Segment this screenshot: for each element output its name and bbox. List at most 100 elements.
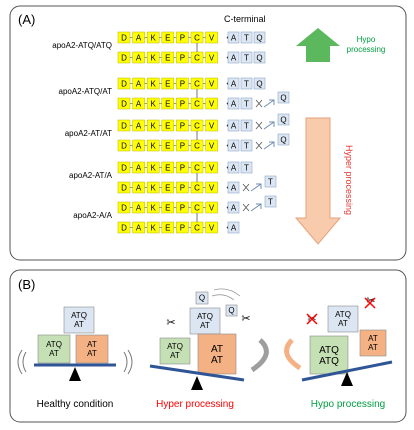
residue-letter: C [194,80,200,89]
cterm-residue-letter: A [231,100,237,109]
genotype-label: apoA2-ATQ/ATQ [52,41,112,50]
residue-letter: A [136,164,142,173]
block-text: AT [368,334,378,343]
cterm-residue-box [227,139,240,152]
cterm-residue-box [227,51,240,64]
residue-letter: P [180,80,185,89]
residue-letter: D [121,204,127,213]
cterm-residue-box [240,77,253,90]
residue-letter: P [180,142,185,151]
cterm-residue-box [253,31,266,44]
cterm-residue-letter: T [244,80,249,89]
block-text: AT [87,340,97,349]
tilt-arrow [284,338,302,371]
cterm-residue-box [227,119,240,132]
block-text: ATQ [197,312,213,321]
residue-letter: C [194,142,200,151]
residue-letter: C [194,34,200,43]
residue-box [205,181,218,194]
residue-box [205,77,218,90]
cterm-residue-box [240,119,253,132]
free-residue-letter: T [268,178,273,187]
free-residue-box [277,113,290,126]
hyper-caption: Hyper processing [156,399,234,410]
residue-box [205,161,218,174]
cterm-residue-letter: Q [256,80,262,89]
cterm-residue-letter: A [231,54,237,63]
residue-letter: V [209,80,215,89]
motion-lines-right [123,349,133,375]
residue-letter: D [121,224,127,233]
residue-letter: A [136,80,142,89]
residue-letter: D [121,54,127,63]
residue-box [205,201,218,214]
block-text: Q [199,294,205,303]
cterm-residue-box [227,221,240,234]
cterm-residue-letter: A [231,164,237,173]
block-text: ATQ [335,310,351,319]
cterm-residue-letter: A [231,34,237,43]
residue-letter: P [180,100,185,109]
block-text: ATQ [46,340,62,349]
healthy-caption: Healthy condition [37,399,114,410]
residue-letter: V [209,54,215,63]
release-arrow [263,121,275,130]
residue-letter: D [121,34,127,43]
block-text: ATQ [167,342,183,351]
panel-a-label: (A) [18,12,35,27]
scissors-icon [255,121,263,130]
cterm-residue-box [253,77,266,90]
residue-letter: P [180,184,185,193]
hypo-caption: Hypo processing [311,399,385,410]
free-residue-box [264,195,277,208]
block-text: ATQ [319,345,339,356]
residue-letter: K [151,224,157,233]
blocked-cut-mark [306,313,318,325]
block-text: AT [87,349,97,358]
residue-letter: K [151,100,157,109]
block-text: AT [49,349,59,358]
residue-letter: E [165,34,170,43]
residue-letter: C [194,204,200,213]
cterm-residue-letter: T [244,122,249,131]
cterm-residue-letter: T [244,54,249,63]
block-text: ATQ [71,311,87,320]
residue-letter: A [136,184,142,193]
block-text: AT [200,321,210,330]
residue-letter: K [151,204,157,213]
scissors-icon [242,183,250,192]
residue-letter: D [121,122,127,131]
blocked-cut-mark [364,297,376,309]
cterm-residue-letter: T [244,142,249,151]
fulcrum [341,372,353,386]
cterm-residue-letter: Q [256,34,262,43]
residue-box [205,119,218,132]
free-residue-letter: T [268,198,273,207]
cterm-residue-letter: A [231,184,237,193]
cterm-residue-letter: T [244,100,249,109]
cterm-residue-box [227,77,240,90]
free-residue-box [277,133,290,146]
residue-letter: V [209,34,215,43]
cterm-residue-letter: A [231,204,237,213]
cterm-residue-box [240,139,253,152]
residue-letter: K [151,34,157,43]
residue-letter: K [151,184,157,193]
cterm-residue-box [240,31,253,44]
residue-letter: V [209,122,215,131]
residue-letter: P [180,204,185,213]
residue-letter: K [151,54,157,63]
